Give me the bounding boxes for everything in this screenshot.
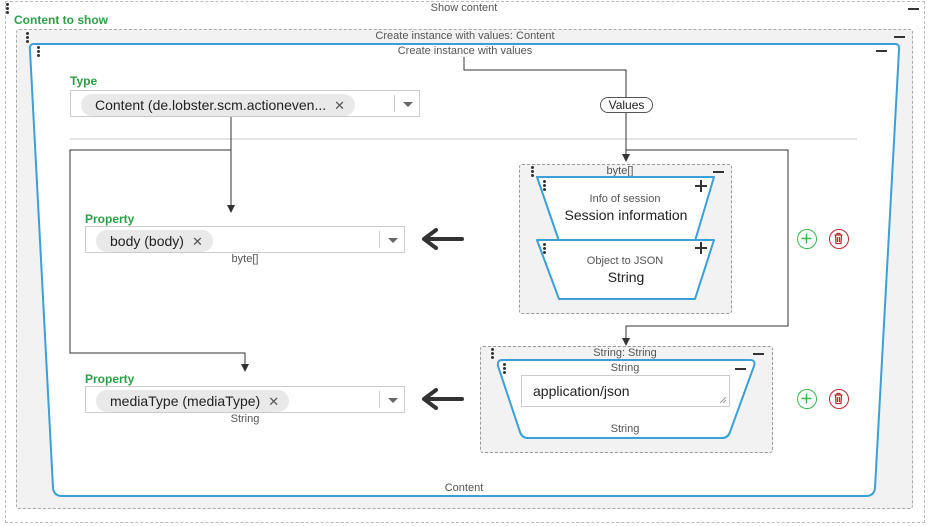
values-label: Values — [600, 97, 653, 113]
instance-inner-title: Create instance with values — [397, 45, 533, 57]
type-chip: Content (de.lobster.scm.actioneven... ✕ — [81, 94, 356, 116]
string-node-collapse-icon[interactable] — [735, 368, 746, 370]
content-to-show-label: Content to show — [14, 13, 108, 27]
byte-group-menu-icon[interactable] — [531, 166, 535, 178]
connector-values-to-string — [625, 149, 789, 338]
show-content-container — [5, 1, 925, 523]
json-add-icon[interactable] — [695, 242, 707, 254]
string-group-title: String: String — [593, 347, 657, 359]
arrowhead-byte — [622, 154, 630, 162]
byte-group-title: byte[] — [606, 165, 634, 177]
delete-button[interactable] — [829, 229, 849, 249]
json-node-shape — [536, 239, 715, 300]
plus-circle-icon — [801, 393, 812, 404]
show-content-title: Show content — [430, 2, 498, 14]
trash-icon — [834, 232, 843, 245]
instance-collapse-icon[interactable] — [894, 36, 905, 38]
add-button[interactable] — [797, 389, 817, 409]
property-media-label: Property — [85, 372, 135, 386]
property-media-remove-icon[interactable]: ✕ — [268, 394, 280, 409]
property-media-dropdown-icon[interactable] — [388, 398, 398, 403]
string-value-text: application/json — [533, 383, 630, 399]
string-group-menu-icon[interactable] — [491, 348, 495, 360]
string-node-footer: String — [610, 423, 640, 435]
byte-group-collapse-icon[interactable] — [713, 171, 724, 173]
delete-button[interactable] — [829, 389, 849, 409]
property-body-type: byte[] — [231, 253, 259, 265]
arrowhead-media — [241, 364, 249, 372]
resize-handle-icon[interactable] — [720, 397, 727, 404]
arrow-left-icon — [422, 228, 464, 250]
add-button[interactable] — [797, 229, 817, 249]
type-dropdown-icon[interactable] — [403, 102, 413, 107]
arrowhead-string — [622, 338, 630, 346]
inner-collapse-icon[interactable] — [876, 50, 887, 52]
session-menu-icon[interactable] — [543, 180, 547, 192]
session-add-icon[interactable] — [695, 180, 707, 192]
type-select-separator — [394, 95, 395, 112]
instance-menu-icon[interactable] — [26, 32, 30, 44]
connector-type-to-media — [69, 117, 246, 366]
string-value-input[interactable]: application/json — [521, 375, 730, 407]
json-subtitle: Object to JSON — [586, 255, 664, 267]
outer-menu-icon[interactable] — [6, 3, 10, 15]
string-node-menu-icon[interactable] — [503, 363, 507, 375]
property-body-separator — [379, 231, 380, 248]
string-group-collapse-icon[interactable] — [753, 353, 764, 355]
trash-icon — [834, 392, 843, 405]
session-subtitle: Info of session — [589, 193, 661, 205]
type-chip-remove-icon[interactable]: ✕ — [334, 98, 346, 113]
property-body-chip: body (body) ✕ — [96, 230, 213, 252]
outer-collapse-icon[interactable] — [908, 8, 919, 10]
string-node-title: String — [610, 362, 640, 374]
instance-footer: Content — [444, 482, 484, 494]
property-media-chip-text: mediaType (mediaType) — [110, 393, 261, 409]
json-menu-icon[interactable] — [543, 243, 547, 255]
property-media-type: String — [230, 413, 260, 425]
property-media-select[interactable]: mediaType (mediaType) ✕ — [85, 386, 405, 413]
property-body-dropdown-icon[interactable] — [388, 238, 398, 243]
byte-group-shapes — [536, 176, 715, 300]
property-body-select[interactable]: body (body) ✕ — [85, 226, 405, 253]
type-label: Type — [70, 74, 98, 88]
type-select[interactable]: Content (de.lobster.scm.actioneven... ✕ — [70, 90, 420, 117]
property-body-remove-icon[interactable]: ✕ — [191, 234, 203, 249]
arrowhead-body — [227, 205, 235, 213]
session-title: Session information — [564, 207, 688, 223]
property-media-separator — [379, 391, 380, 408]
property-body-chip-text: body (body) — [110, 233, 184, 249]
plus-circle-icon — [801, 233, 812, 244]
property-media-chip: mediaType (mediaType) ✕ — [96, 390, 290, 412]
arrow-left-icon — [422, 388, 464, 410]
instance-outer-title: Create instance with values: Content — [375, 30, 555, 42]
inner-menu-icon[interactable] — [37, 46, 41, 58]
type-chip-text: Content (de.lobster.scm.actioneven... — [95, 97, 327, 113]
connector-title-to-values — [463, 57, 627, 97]
property-body-label: Property — [85, 212, 135, 226]
json-title: String — [607, 269, 645, 285]
